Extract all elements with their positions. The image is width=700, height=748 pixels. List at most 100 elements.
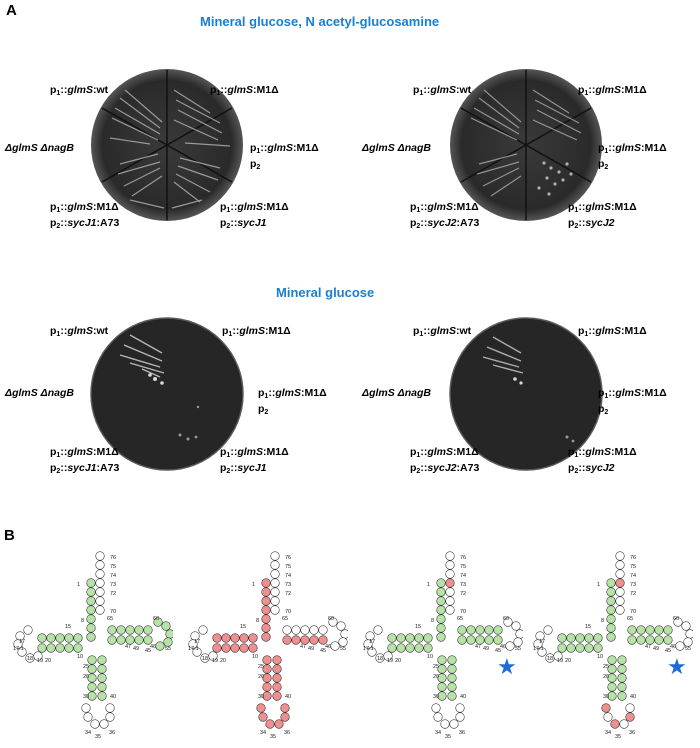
nucleotide bbox=[73, 643, 83, 653]
nucleotide bbox=[291, 635, 301, 645]
nucleotide bbox=[449, 719, 459, 729]
nucleotide-number: 47 bbox=[645, 644, 651, 650]
nucleotide-number: 30 bbox=[433, 694, 439, 700]
nucleotide bbox=[46, 633, 56, 643]
nucleotide-number: 35 bbox=[445, 734, 451, 740]
nucleotide-number: 40 bbox=[630, 694, 636, 700]
nucleotide-number: 36 bbox=[284, 730, 290, 736]
nucleotide-number: 47 bbox=[125, 644, 131, 650]
nucleotide bbox=[87, 664, 97, 674]
nucleotide bbox=[575, 633, 585, 643]
nucleotide bbox=[437, 664, 447, 674]
nucleotide bbox=[373, 625, 383, 635]
nucleotide-number: 75 bbox=[460, 564, 466, 570]
nucleotide bbox=[270, 587, 280, 597]
nucleotide bbox=[436, 623, 446, 633]
nucleotide bbox=[617, 673, 627, 683]
nucleotide bbox=[90, 719, 100, 729]
nucleotide bbox=[97, 682, 107, 692]
nucleotide bbox=[543, 625, 553, 635]
panel-b-label: B bbox=[4, 527, 15, 544]
nucleotide bbox=[447, 691, 457, 701]
nucleotide bbox=[405, 643, 415, 653]
nucleotide-number: 25 bbox=[83, 664, 89, 670]
nucleotide-number: 74 bbox=[630, 573, 636, 579]
nucleotide bbox=[505, 641, 515, 651]
nucleotide bbox=[493, 635, 503, 645]
nucleotide bbox=[262, 691, 272, 701]
nucleotide-number: 49 bbox=[133, 646, 139, 652]
nucleotide-number: 76 bbox=[630, 555, 636, 561]
nucleotide-number: 20 bbox=[565, 658, 571, 664]
nucleotide-number: 36 bbox=[109, 730, 115, 736]
nucleotide-number: 15 bbox=[65, 624, 71, 630]
label-wt: p1::glmS:wt bbox=[50, 84, 109, 97]
nucleotide-number: 72 bbox=[110, 591, 116, 597]
plate-top-left bbox=[90, 68, 244, 222]
nucleotide bbox=[282, 635, 292, 645]
nucleotide bbox=[248, 633, 258, 643]
nucleotide bbox=[515, 629, 523, 639]
nucleotide bbox=[625, 703, 635, 713]
nucleotide-number: 20 bbox=[45, 658, 51, 664]
nucleotide bbox=[99, 719, 109, 729]
nucleotide bbox=[607, 691, 617, 701]
nucleotide bbox=[511, 621, 521, 631]
nucleotide bbox=[261, 614, 271, 624]
nucleotide bbox=[627, 625, 637, 635]
nucleotide bbox=[86, 587, 96, 597]
nucleotide-number: 1 bbox=[597, 582, 600, 588]
nucleotide bbox=[627, 635, 637, 645]
nucleotide-number: 30 bbox=[603, 694, 609, 700]
nucleotide bbox=[309, 635, 319, 645]
nucleotide-number: 70 bbox=[110, 609, 116, 615]
nucleotide bbox=[280, 712, 290, 722]
nucleotide-number: 72 bbox=[285, 591, 291, 597]
nucleotide bbox=[95, 605, 105, 615]
nucleotide bbox=[309, 625, 319, 635]
nucleotide-number: 34 bbox=[435, 730, 441, 736]
nucleotide bbox=[431, 703, 441, 713]
nucleotide-number: 45 bbox=[495, 648, 501, 654]
nucleotide-number: 17.1 bbox=[13, 646, 24, 652]
nucleotide-number: 70 bbox=[285, 609, 291, 615]
nucleotide-number: 25 bbox=[433, 664, 439, 670]
nucleotide bbox=[606, 632, 616, 642]
nucleotide-number: 18 bbox=[27, 656, 33, 662]
nucleotide bbox=[683, 637, 693, 647]
nucleotide bbox=[445, 578, 455, 588]
nucleotide bbox=[265, 719, 275, 729]
nucleotide bbox=[566, 633, 576, 643]
nucleotide bbox=[221, 633, 231, 643]
nucleotide bbox=[105, 703, 115, 713]
nucleotide bbox=[261, 623, 271, 633]
nucleotide bbox=[105, 712, 115, 722]
plate-top-right bbox=[449, 68, 603, 222]
nucleotide bbox=[610, 719, 620, 729]
nucleotide bbox=[86, 632, 96, 642]
nucleotide bbox=[261, 578, 271, 588]
nucleotide bbox=[593, 643, 603, 653]
nucleotide bbox=[575, 643, 585, 653]
nucleotide-number: 65 bbox=[627, 616, 633, 622]
nucleotide-number: 30 bbox=[258, 694, 264, 700]
nucleotide bbox=[606, 605, 616, 615]
nucleotide-number: 75 bbox=[285, 564, 291, 570]
nucleotide-number: 60 bbox=[328, 616, 334, 622]
nucleotide bbox=[64, 633, 74, 643]
nucleotide bbox=[291, 625, 301, 635]
nucleotide bbox=[95, 560, 105, 570]
nucleotide bbox=[584, 643, 594, 653]
nucleotide bbox=[262, 673, 272, 683]
nucleotide bbox=[97, 673, 107, 683]
nucleotide bbox=[445, 560, 455, 570]
nucleotide bbox=[208, 651, 218, 661]
nucleotide bbox=[675, 641, 685, 651]
nucleotide bbox=[134, 635, 144, 645]
nucleotide bbox=[270, 596, 280, 606]
nucleotide bbox=[445, 569, 455, 579]
nucleotide bbox=[447, 655, 457, 665]
nucleotide bbox=[86, 614, 96, 624]
